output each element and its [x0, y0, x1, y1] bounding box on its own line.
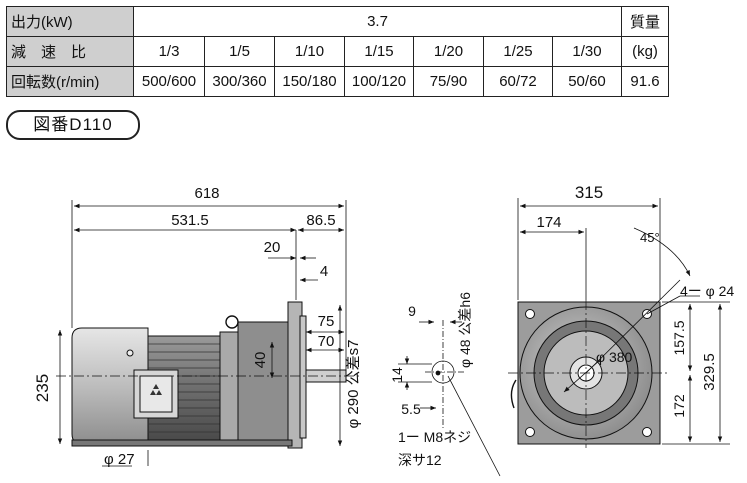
dim-pcd: φ 380	[596, 349, 633, 365]
ratio-label: 減 速 比	[6, 36, 134, 67]
tap-note-1: 1ー M8ネジ	[398, 429, 471, 445]
dim-172: 172	[671, 394, 687, 418]
dim-key-14: 14	[389, 367, 405, 383]
tap-note-2: 深サ12	[398, 452, 442, 468]
dim-key-55: 5.5	[401, 401, 421, 417]
speed-cell: 50/60	[552, 66, 622, 97]
mass-unit: (kg)	[621, 36, 669, 67]
dim-75: 75	[318, 313, 335, 330]
row-speed: 回転数(r/min) 500/600 300/360 150/180 100/1…	[6, 66, 669, 97]
side-dimensions	[57, 200, 347, 467]
dim-foot-dia: φ 27	[104, 451, 135, 468]
dim-flange-dia: φ 290 公差s7	[345, 340, 362, 429]
ratio-cell: 1/3	[133, 36, 205, 67]
manufacturer-logo-icon	[150, 384, 162, 395]
side-labels: 618 531.5 86.5 20 4 75 70 40 235 φ 27 φ …	[33, 185, 362, 468]
dim-bolt-holes: 4ー φ 24	[680, 283, 734, 299]
dim-20: 20	[264, 239, 281, 256]
speed-cell: 75/90	[413, 66, 484, 97]
ratio-cell: 1/15	[344, 36, 414, 67]
speed-cell: 100/120	[344, 66, 414, 97]
ratio-cell: 1/20	[413, 36, 484, 67]
drawing-number-badge: 図番D110	[6, 110, 140, 140]
dim-1575: 157.5	[671, 320, 687, 355]
speed-cell: 150/180	[274, 66, 345, 97]
dim-3295: 329.5	[701, 353, 718, 391]
front-dimensions	[517, 198, 730, 445]
row-output: 出力(kW) 3.7 質量	[6, 6, 669, 37]
dim-865: 86.5	[306, 212, 335, 229]
dim-174: 174	[536, 214, 561, 231]
spec-table: 出力(kW) 3.7 質量 減 速 比 1/3 1/5 1/10 1/15 1/…	[6, 6, 669, 97]
mass-value: 91.6	[621, 66, 669, 97]
dim-40: 40	[252, 352, 269, 369]
speed-cell: 500/600	[133, 66, 205, 97]
ratio-cell: 1/5	[204, 36, 275, 67]
shaft-detail	[398, 319, 501, 477]
dim-618: 618	[194, 185, 219, 202]
dim-70: 70	[318, 333, 335, 350]
output-label: 出力(kW)	[6, 6, 134, 37]
side-view	[56, 301, 360, 449]
dim-4: 4	[320, 263, 328, 280]
shaft-labels: 9 φ 48 公差h6 14 5.5 1ー M8ネジ 深サ12	[389, 292, 473, 468]
front-view	[508, 300, 670, 448]
mass-header: 質量	[621, 6, 669, 37]
dim-angle: 45°	[640, 230, 660, 245]
dim-key-9: 9	[408, 303, 416, 319]
dim-shaft-dia: φ 48 公差h6	[457, 292, 473, 368]
front-labels: 315 174 45° 4ー φ 24 φ 380 157.5 329.5 17…	[536, 183, 734, 418]
ratio-cell: 1/30	[552, 36, 622, 67]
dim-315: 315	[575, 183, 603, 202]
ratio-cell: 1/25	[483, 36, 553, 67]
speed-cell: 300/360	[204, 66, 275, 97]
speed-label: 回転数(r/min)	[6, 66, 134, 97]
dim-5315: 531.5	[171, 212, 209, 229]
row-ratio: 減 速 比 1/3 1/5 1/10 1/15 1/20 1/25 1/30 (…	[6, 36, 669, 67]
dim-235: 235	[33, 374, 52, 402]
